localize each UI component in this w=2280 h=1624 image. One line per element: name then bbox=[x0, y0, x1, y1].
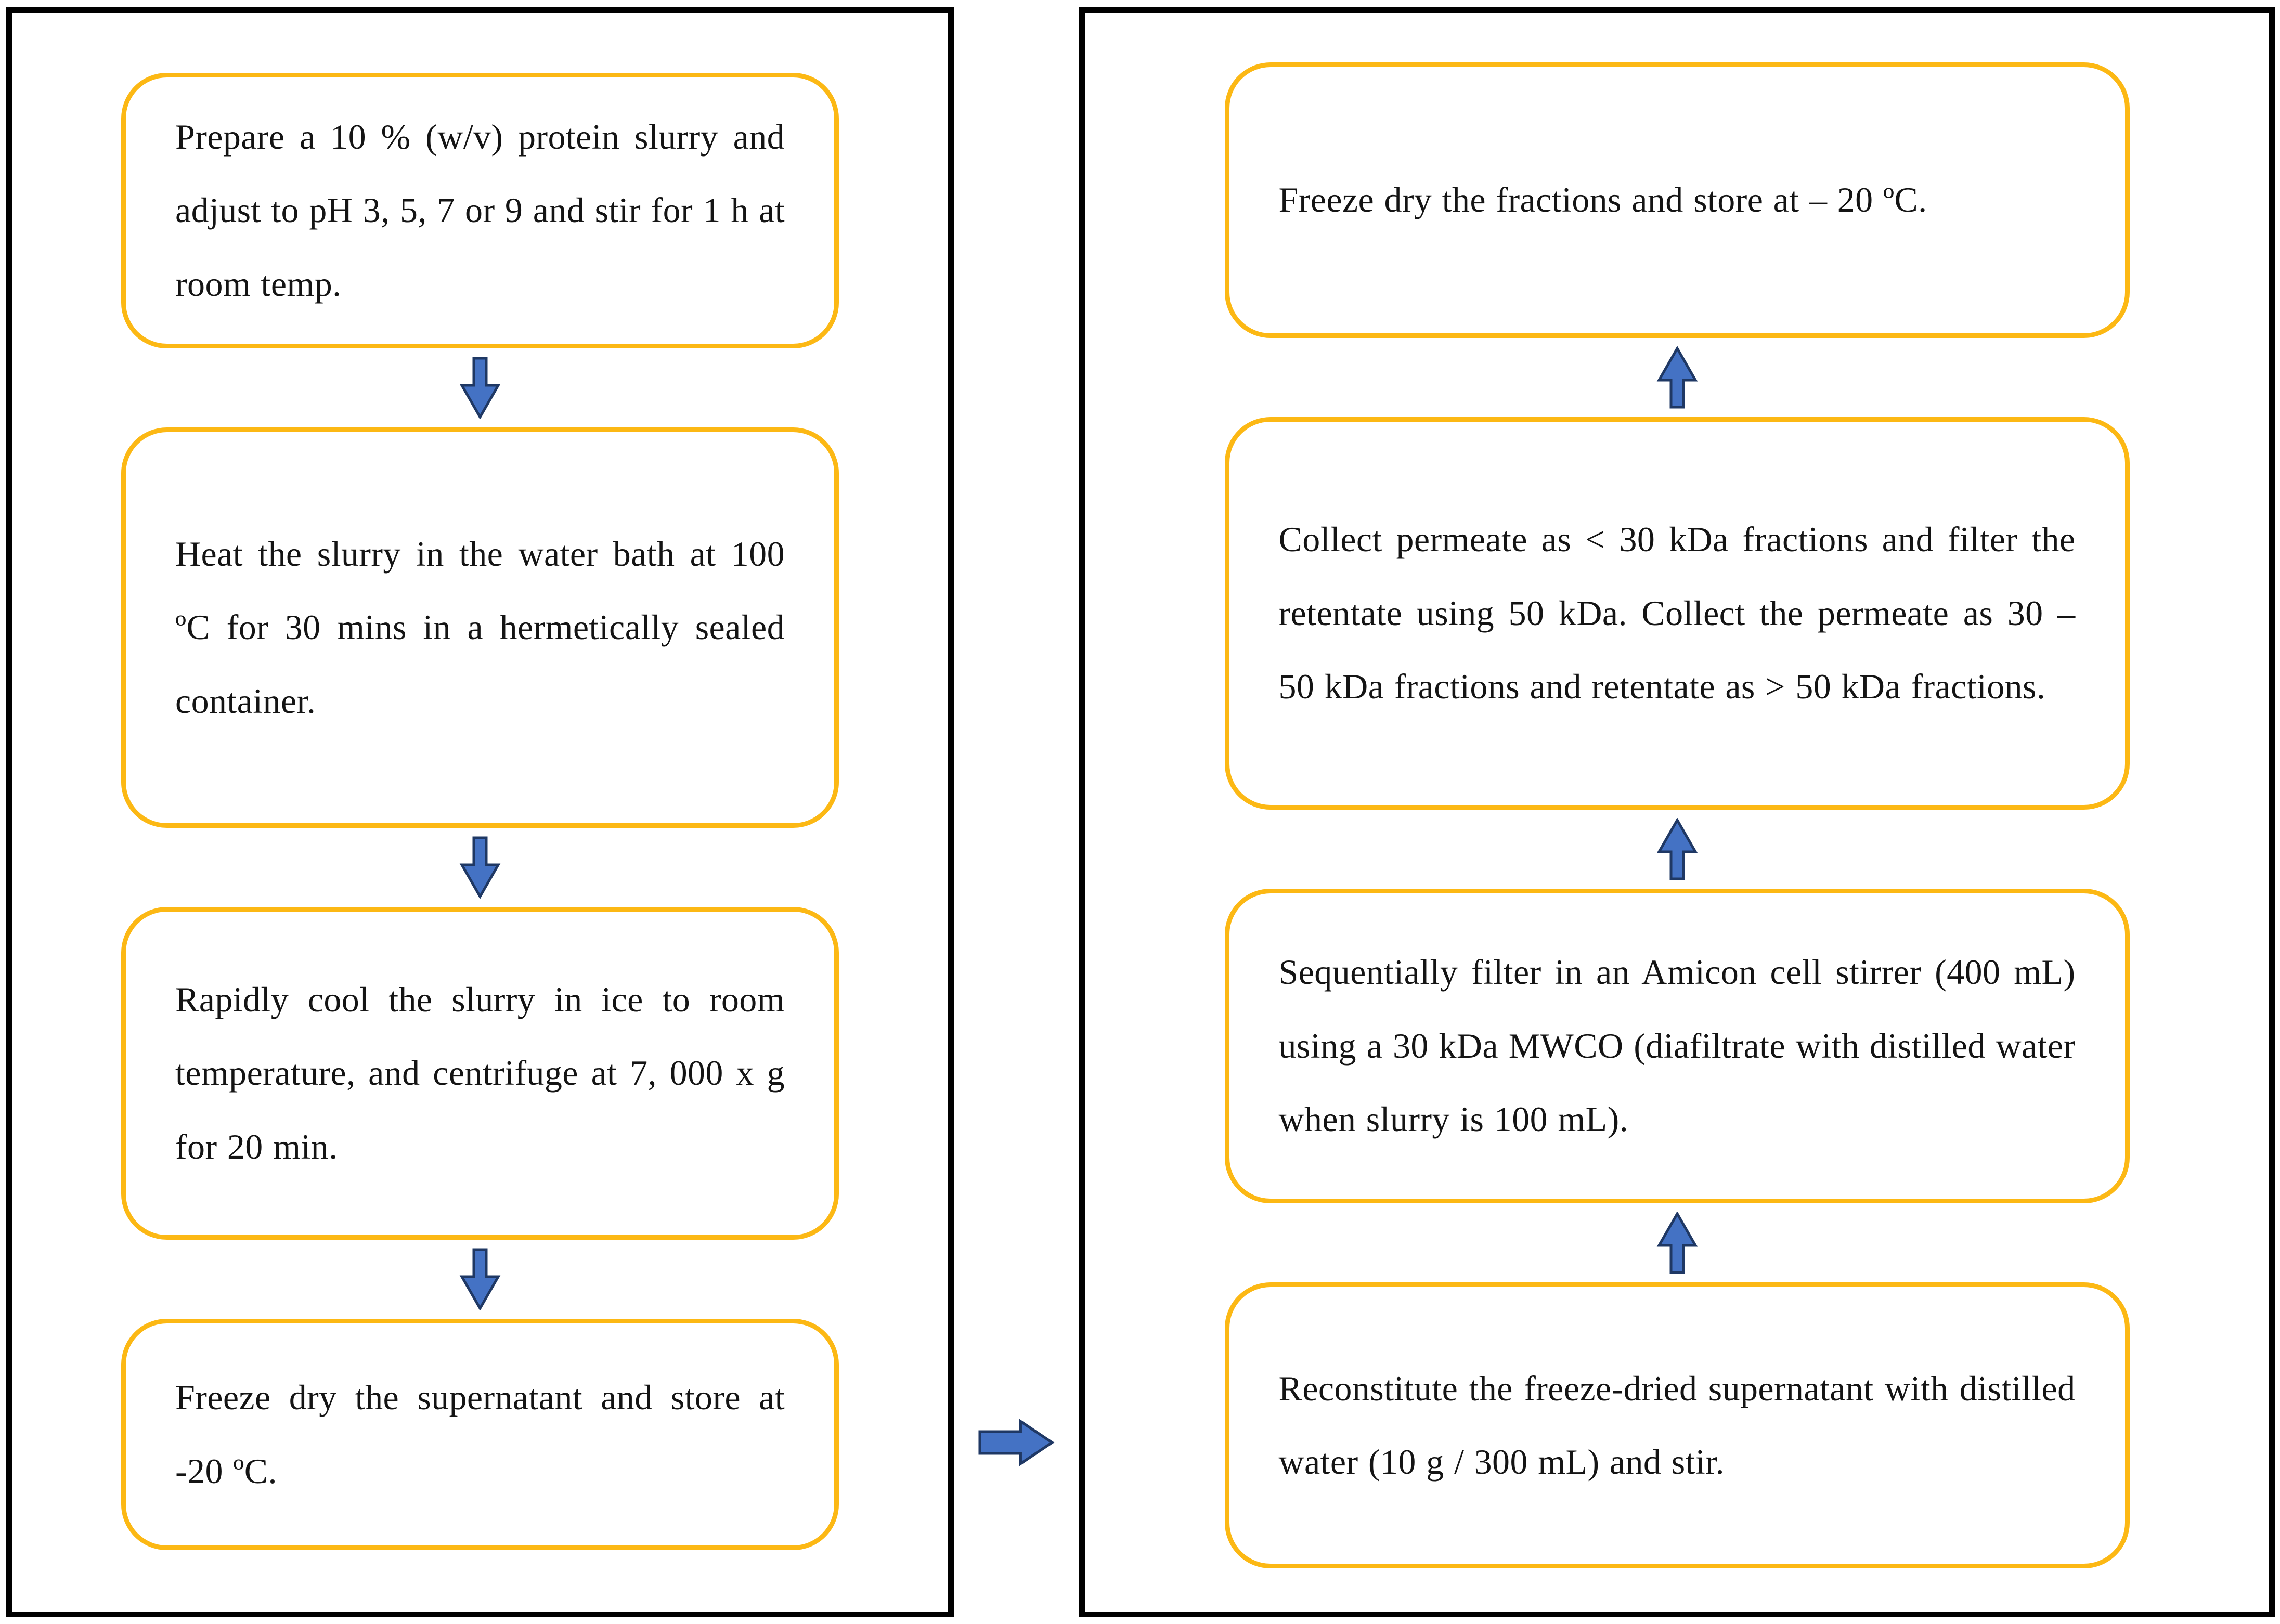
box-freeze-dry-fractions: Freeze dry the fractions and store at – … bbox=[1224, 62, 2130, 338]
up-arrow-glyph bbox=[1656, 346, 1698, 409]
down-arrow-glyph bbox=[459, 836, 501, 899]
up-arrow-glyph bbox=[1656, 1212, 1698, 1274]
step-text: Sequentially filter in an Amicon cell st… bbox=[1278, 952, 2076, 1139]
step-text: Rapidly cool the slurry in ice to room t… bbox=[175, 979, 785, 1166]
right-panel: Freeze dry the fractions and store at – … bbox=[1079, 7, 2275, 1617]
step-text: Prepare a 10 % (w/v) protein slurry and … bbox=[175, 116, 785, 304]
down-arrow-icon-2 bbox=[454, 836, 507, 899]
step-text: Heat the slurry in the water bath at 100… bbox=[175, 534, 785, 721]
up-arrow-icon-2 bbox=[1651, 818, 1704, 880]
step-text: Collect permeate as < 30 kDa fractions a… bbox=[1278, 519, 2076, 707]
left-panel: Prepare a 10 % (w/v) protein slurry and … bbox=[6, 7, 954, 1617]
down-arrow-glyph bbox=[459, 357, 501, 419]
box-cool-centrifuge: Rapidly cool the slurry in ice to room t… bbox=[121, 907, 839, 1240]
step-text: Freeze dry the supernatant and store at … bbox=[175, 1378, 785, 1491]
down-arrow-icon-3 bbox=[454, 1248, 507, 1310]
box-sequential-filter: Sequentially filter in an Amicon cell st… bbox=[1224, 889, 2130, 1203]
step-text: Reconstitute the freeze-dried supernatan… bbox=[1278, 1368, 2076, 1482]
box-freeze-dry-supernatant: Freeze dry the supernatant and store at … bbox=[121, 1319, 839, 1550]
box-prepare-slurry: Prepare a 10 % (w/v) protein slurry and … bbox=[121, 73, 839, 348]
box-reconstitute-supernatant: Reconstitute the freeze-dried supernatan… bbox=[1224, 1282, 2130, 1568]
box-collect-permeate: Collect permeate as < 30 kDa fractions a… bbox=[1224, 417, 2130, 810]
down-arrow-glyph bbox=[459, 1248, 501, 1310]
right-arrow-icon bbox=[965, 1418, 1067, 1467]
right-arrow-glyph bbox=[978, 1419, 1055, 1466]
up-arrow-glyph bbox=[1656, 818, 1698, 880]
up-arrow-icon-1 bbox=[1651, 346, 1704, 409]
down-arrow-icon-1 bbox=[454, 357, 507, 419]
up-arrow-icon-3 bbox=[1651, 1212, 1704, 1274]
box-heat-slurry: Heat the slurry in the water bath at 100… bbox=[121, 427, 839, 828]
step-text: Freeze dry the fractions and store at – … bbox=[1278, 180, 1927, 220]
